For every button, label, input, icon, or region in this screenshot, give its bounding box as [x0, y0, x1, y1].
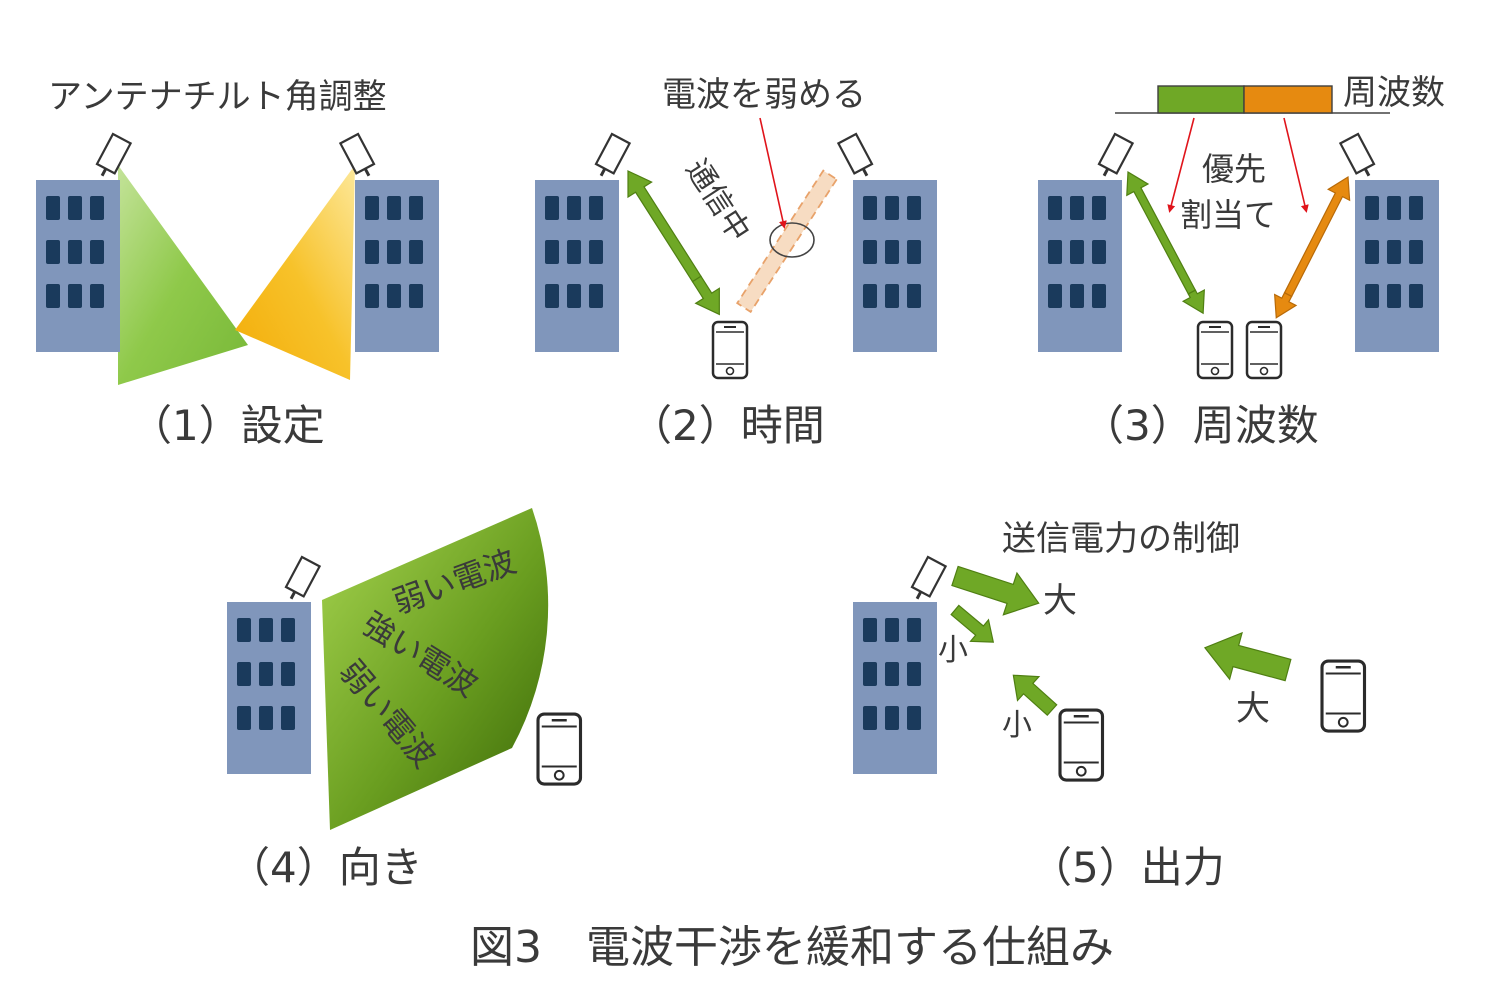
weakened-link — [735, 169, 838, 314]
assign-arrow-left — [1167, 117, 1195, 213]
panel-5: 送信電力の制御 大 小 小 大 （5）出力 — [853, 519, 1367, 892]
phone-near — [1058, 708, 1105, 782]
phone — [536, 712, 583, 786]
antenna — [280, 555, 322, 605]
panel-3: 周波数 優先 割当て （3）周波数 — [1038, 73, 1445, 450]
pointer-arrow — [759, 117, 787, 229]
phone-far — [1320, 659, 1367, 733]
power-control-annotation: 送信電力の制御 — [1002, 519, 1240, 559]
weaken-annotation: 電波を弱める — [662, 75, 866, 115]
green-beam — [118, 165, 248, 385]
caption-4: （4）向き — [228, 843, 423, 892]
panel-1: アンテナチルト角調整 （1）設定 — [36, 77, 439, 450]
antenna-left — [1093, 132, 1135, 182]
tx-arrow-small-phone — [1012, 674, 1058, 717]
building — [853, 602, 937, 774]
figure-title: 図3 電波干渉を緩和する仕組み — [470, 922, 1114, 973]
antenna-right — [1338, 132, 1380, 182]
phone — [711, 320, 749, 380]
building-left — [535, 180, 619, 352]
active-link-arrow — [627, 170, 720, 316]
label-large-station: 大 — [1043, 581, 1077, 621]
tx-arrow-large-phone — [1203, 631, 1292, 682]
link-label: 通信中 — [678, 153, 756, 248]
priority-line2: 割当て — [1180, 196, 1276, 234]
weak-signal-circle — [769, 222, 815, 258]
band-label: 周波数 — [1343, 73, 1445, 113]
caption-1: （1）設定 — [130, 401, 325, 450]
antenna-left — [91, 132, 133, 182]
antenna-right — [836, 132, 878, 182]
building-right — [853, 180, 937, 352]
band-green — [1157, 85, 1245, 114]
panel-2: 電波を弱める 通信中 （2）時間 — [535, 75, 937, 450]
building-left — [1038, 180, 1122, 352]
assign-arrow-right — [1283, 117, 1309, 213]
caption-5: （5）出力 — [1030, 843, 1225, 892]
tx-arrow-large-station — [951, 565, 1040, 616]
antenna — [906, 555, 948, 605]
tilt-annotation: アンテナチルト角調整 — [48, 77, 387, 117]
building-right — [355, 180, 439, 352]
beam-fan — [322, 508, 549, 830]
priority-line1: 優先 — [1202, 150, 1266, 188]
tx-arrow-small-station — [950, 604, 995, 643]
panel-4: 弱い電波 強い電波 弱い電波 （4）向き — [227, 508, 583, 892]
yellow-beam — [235, 165, 355, 380]
phone-left — [1196, 320, 1234, 380]
caption-3: （3）周波数 — [1082, 401, 1319, 450]
phone-right — [1245, 320, 1283, 380]
label-small-station: 小 — [938, 633, 968, 668]
building-left — [36, 180, 120, 352]
orange-link-arrow — [1273, 175, 1351, 319]
band-orange — [1243, 85, 1333, 114]
antenna-left — [590, 132, 632, 182]
caption-2: （2）時間 — [630, 401, 825, 450]
label-large-phone: 大 — [1236, 689, 1270, 729]
building — [227, 602, 311, 774]
green-link-arrow — [1126, 170, 1205, 315]
label-small-phone: 小 — [1002, 708, 1032, 743]
antenna-right — [338, 132, 380, 182]
building-right — [1355, 180, 1439, 352]
